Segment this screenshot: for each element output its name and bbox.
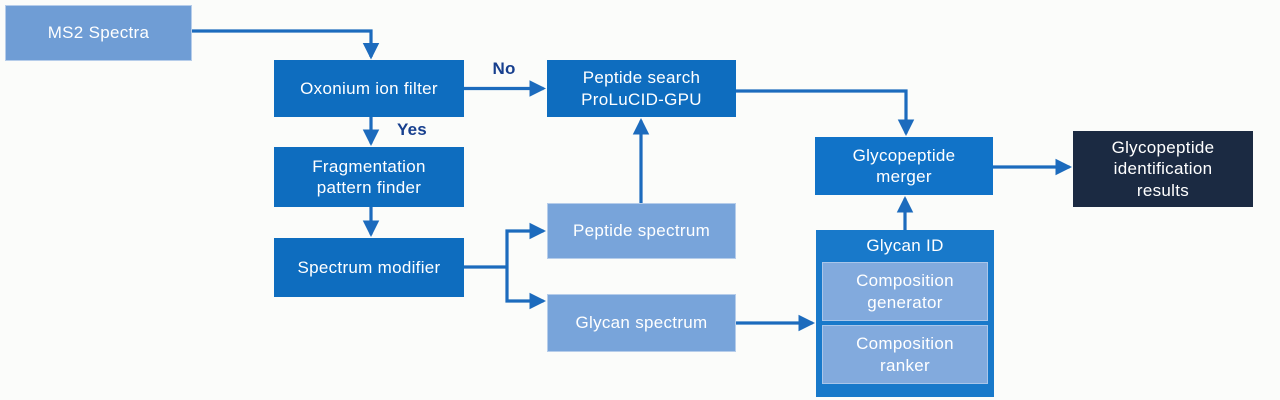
edge-label-no: No <box>492 59 516 78</box>
node-glycopeptide-merger: Glycopeptide merger <box>815 137 993 195</box>
node-peptide-search-prolucid-gpu: Peptide search ProLuCID-GPU <box>547 60 736 117</box>
edge-ms2-to-oxonium <box>192 29 380 60</box>
node-glycopeptide-identification-results: Glycopeptide identification results <box>1073 131 1253 207</box>
edge-split-to-peptide-spectrum <box>505 222 546 267</box>
edge-peptide-search-to-merger <box>736 89 915 136</box>
edge-label-yes: Yes <box>397 120 427 139</box>
node-oxonium-ion-filter: Oxonium ion filter <box>274 60 464 117</box>
node-composition-generator: Composition generator <box>822 262 988 321</box>
group-glycan-id: Glycan ID Composition generator Composit… <box>816 230 994 397</box>
edge-split-to-glycan-spectrum <box>505 267 546 310</box>
node-ms2-spectra: MS2 Spectra <box>5 5 192 61</box>
glycan-id-body: Composition generator Composition ranker <box>816 262 994 397</box>
node-glycan-spectrum: Glycan spectrum <box>547 294 736 352</box>
node-peptide-spectrum: Peptide spectrum <box>547 203 736 259</box>
glycan-id-title: Glycan ID <box>866 236 944 255</box>
node-spectrum-modifier: Spectrum modifier <box>274 238 464 297</box>
node-composition-ranker: Composition ranker <box>822 325 988 384</box>
node-fragmentation-pattern-finder: Fragmentation pattern finder <box>274 147 464 207</box>
